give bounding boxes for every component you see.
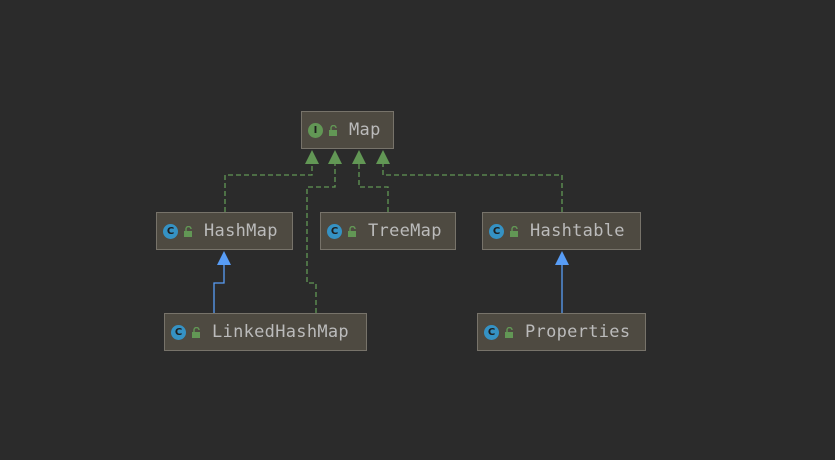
edge-hashmap-implements-map [224, 163, 313, 212]
lock-open-icon [348, 225, 356, 237]
arrowhead-treemap-map [352, 150, 366, 164]
class-icon: C [163, 223, 178, 239]
edge-linkedhashmap-implements-map [306, 163, 336, 313]
node-hashtable-label: Hashtable [530, 221, 625, 241]
node-map[interactable]: I Map [301, 111, 394, 149]
arrowhead-hashmap-map [305, 150, 319, 164]
lock-open-icon [505, 326, 513, 338]
node-hashmap[interactable]: C HashMap [156, 212, 293, 250]
node-treemap[interactable]: C TreeMap [320, 212, 456, 250]
node-map-label: Map [349, 120, 381, 140]
arrowhead-linkedhashmap-hashmap [217, 251, 231, 265]
node-hashtable[interactable]: C Hashtable [482, 212, 641, 250]
lock-open-icon [329, 124, 337, 136]
node-hashmap-label: HashMap [204, 221, 278, 241]
class-icon: C [489, 223, 504, 239]
node-properties[interactable]: C Properties [477, 313, 646, 351]
interface-icon: I [308, 122, 323, 138]
node-properties-label: Properties [525, 322, 631, 342]
arrowhead-linkedhashmap-map [328, 150, 342, 164]
node-linkedhashmap[interactable]: C LinkedHashMap [164, 313, 367, 351]
edge-linkedhashmap-extends-hashmap [213, 264, 225, 313]
lock-open-icon [184, 225, 192, 237]
class-icon: C [327, 223, 342, 239]
arrowhead-hashtable-map [376, 150, 390, 164]
edge-treemap-implements-map [358, 163, 389, 212]
class-icon: C [171, 324, 186, 340]
lock-open-icon [192, 326, 200, 338]
class-icon: C [484, 324, 499, 340]
node-treemap-label: TreeMap [368, 221, 442, 241]
node-linkedhashmap-label: LinkedHashMap [212, 322, 349, 342]
edge-hashtable-implements-map [382, 163, 563, 212]
lock-open-icon [510, 225, 518, 237]
arrowhead-properties-hashtable [555, 251, 569, 265]
